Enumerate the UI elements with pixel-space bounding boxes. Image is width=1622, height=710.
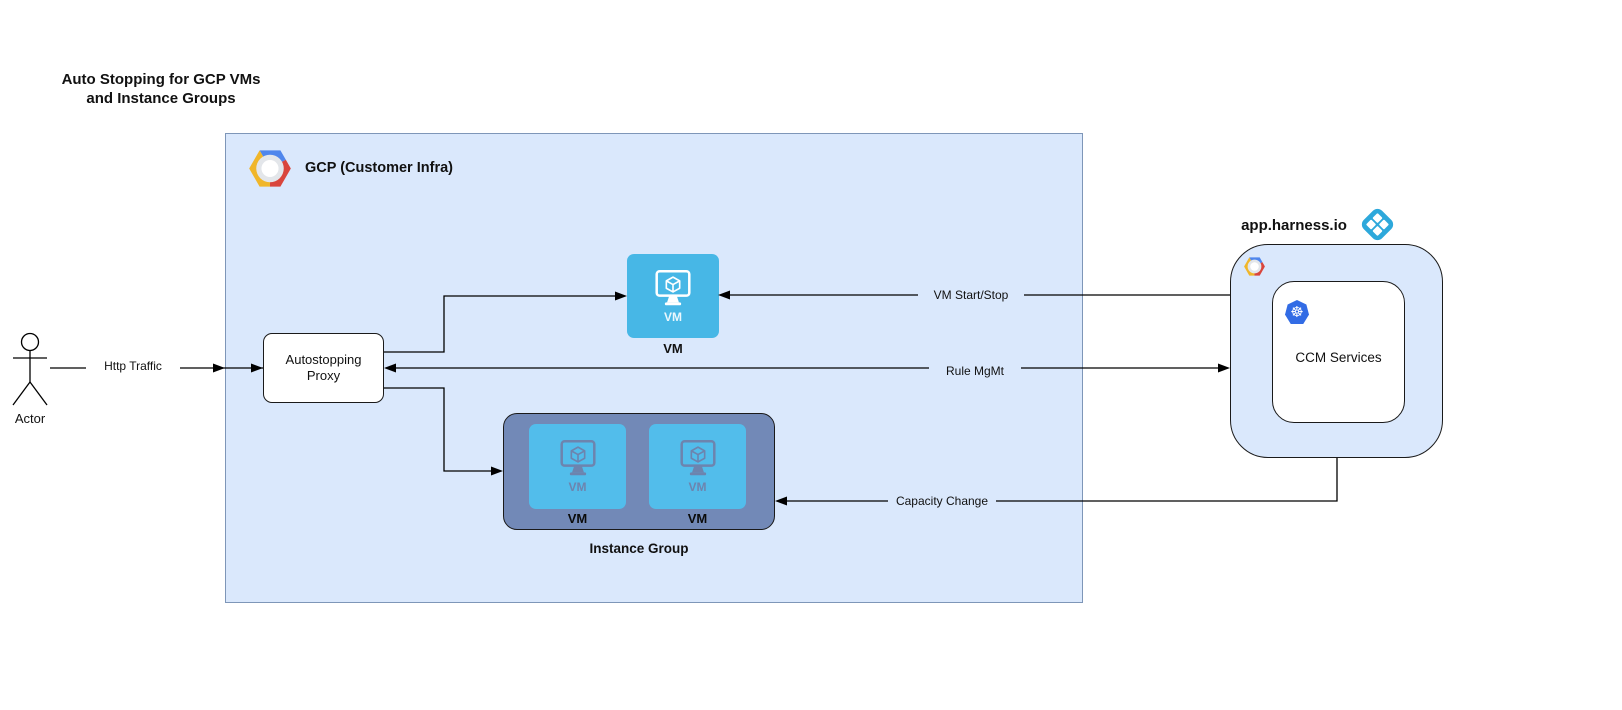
monitor-with-cube-icon bbox=[679, 439, 716, 476]
vm-tile-text: VM bbox=[688, 480, 707, 494]
instance-group-node: VM VM VM VM bbox=[503, 413, 775, 530]
monitor-with-cube-icon bbox=[655, 269, 691, 305]
edge-vm-start-stop-label: VM Start/Stop bbox=[918, 288, 1024, 302]
kubernetes-icon: ☸ bbox=[1285, 300, 1309, 324]
vm-node: VM bbox=[627, 254, 719, 338]
edge-capacity-change-label: Capacity Change bbox=[888, 494, 996, 508]
edge-rule-mgmt-label: Rule MgMt bbox=[929, 364, 1021, 378]
autostopping-proxy-label: Autostopping Proxy bbox=[285, 352, 362, 383]
vm-tile-text: VM bbox=[664, 309, 682, 324]
instance-group-label: Instance Group bbox=[589, 541, 689, 556]
gcp-logo-icon-small bbox=[1244, 257, 1265, 276]
instance-group-vm-1-label: VM bbox=[567, 511, 588, 526]
vm-node-label: VM bbox=[663, 341, 683, 356]
gcp-container-label: GCP (Customer Infra) bbox=[305, 160, 453, 176]
gcp-logo-icon bbox=[249, 150, 291, 187]
ccm-services-node: CCM Services bbox=[1272, 281, 1405, 423]
instance-group-vm-1: VM bbox=[529, 424, 626, 509]
edge-http-traffic-label: Http Traffic bbox=[86, 359, 180, 373]
actor-figure-icon bbox=[12, 332, 48, 406]
diagram-title: Auto Stopping for GCP VMs and Instance G… bbox=[61, 71, 261, 107]
ccm-services-label: CCM Services bbox=[1295, 349, 1382, 365]
harness-domain-label: app.harness.io bbox=[1241, 217, 1347, 234]
actor-label: Actor bbox=[14, 411, 46, 426]
harness-logo-icon bbox=[1361, 208, 1394, 241]
arrowhead-right bbox=[1218, 363, 1230, 373]
instance-group-vm-2: VM bbox=[649, 424, 746, 509]
monitor-with-cube-icon bbox=[559, 439, 596, 476]
arrowhead-right bbox=[213, 363, 225, 373]
instance-group-vm-2-label: VM bbox=[687, 511, 708, 526]
autostopping-proxy-node: Autostopping Proxy bbox=[263, 333, 384, 403]
vm-tile-text: VM bbox=[568, 480, 587, 494]
